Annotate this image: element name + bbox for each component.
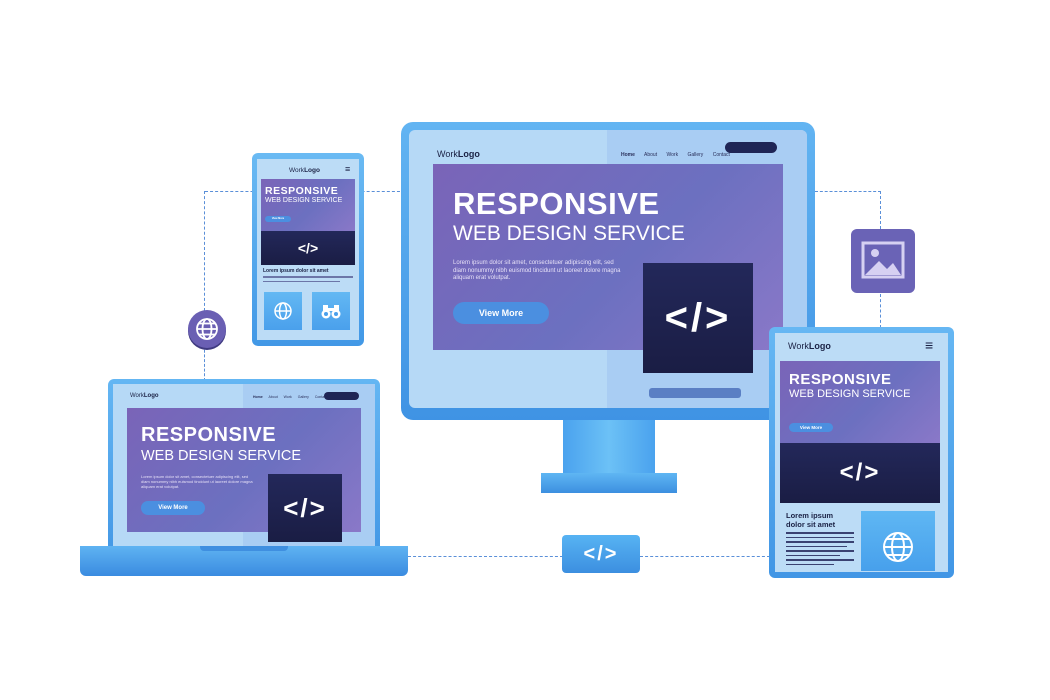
image-icon (861, 241, 905, 279)
laptop-screen: WorkLogo Home About Work Gallery Contact… (113, 384, 375, 548)
nav-contact[interactable]: Contact (712, 152, 730, 158)
desktop-stand-neck (563, 420, 655, 474)
laptop-hero: RESPONSIVE WEB DESIGN SERVICE Lorem ipsu… (127, 408, 361, 532)
nav-work[interactable]: Work (283, 395, 292, 399)
phone-binoculars-tile[interactable] (312, 292, 350, 330)
connector-line (204, 191, 205, 311)
nav-about[interactable]: About (268, 395, 278, 399)
tablet-globe-tile[interactable] (861, 511, 935, 571)
globe-icon (883, 532, 913, 562)
code-badge: </> (562, 535, 640, 573)
laptop-view-more-button[interactable]: View More (141, 501, 205, 515)
nav-gallery[interactable]: Gallery (297, 395, 309, 399)
phone: WorkLogo ≡ RESPONSIVE WEB DESIGN SERVICE… (252, 153, 364, 346)
desktop-nav-pill[interactable] (725, 142, 777, 153)
tablet-screen: WorkLogo ≡ RESPONSIVE WEB DESIGN SERVICE… (775, 333, 948, 572)
phone-section-heading: Lorem ipsum dolor sit amet (263, 268, 329, 274)
phone-logo: WorkLogo (289, 167, 320, 174)
nav-home[interactable]: Home (621, 152, 635, 158)
code-icon: </> (283, 492, 327, 523)
code-icon: </> (664, 295, 732, 340)
connector-line (640, 556, 770, 557)
laptop-touchpad-notch (200, 546, 288, 551)
nav-contact[interactable]: Contact (314, 395, 327, 399)
tablet-code-box: </> (780, 443, 940, 503)
nav-about[interactable]: About (644, 152, 658, 158)
phone-screen: WorkLogo ≡ RESPONSIVE WEB DESIGN SERVICE… (257, 159, 359, 340)
desktop-monitor: WorkLogo Home About Work Gallery Contact… (401, 122, 815, 420)
connector-line (408, 556, 563, 557)
tablet-view-more-button[interactable]: View More (789, 423, 833, 432)
desktop-hero-title: RESPONSIVE (453, 186, 660, 221)
tablet-hero-subtitle: WEB DESIGN SERVICE (789, 388, 911, 400)
laptop-hero-title: RESPONSIVE (141, 424, 277, 446)
tablet: WorkLogo ≡ RESPONSIVE WEB DESIGN SERVICE… (769, 327, 954, 578)
phone-globe-tile[interactable] (264, 292, 302, 330)
menu-icon[interactable]: ≡ (345, 164, 351, 174)
laptop: WorkLogo Home About Work Gallery Contact… (108, 379, 380, 548)
desktop-stand-base (541, 473, 677, 493)
globe-icon (274, 302, 292, 320)
laptop-logo: WorkLogo (130, 393, 159, 399)
laptop-hero-subtitle: WEB DESIGN SERVICE (141, 448, 302, 464)
tablet-section-heading-line2: dolor sit amet (786, 520, 836, 529)
tablet-logo: WorkLogo (788, 341, 831, 351)
nav-home[interactable]: Home (253, 395, 263, 399)
phone-hero-title: RESPONSIVE (265, 185, 339, 197)
tablet-hero: RESPONSIVE WEB DESIGN SERVICE View More (780, 361, 940, 443)
globe-icon (196, 318, 218, 340)
desktop-logo: WorkLogo (437, 149, 480, 159)
nav-work[interactable]: Work (666, 152, 679, 158)
phone-text-lines (263, 276, 353, 285)
desktop-view-more-button[interactable]: View More (453, 302, 549, 324)
connector-line (880, 191, 881, 229)
desktop-nav: Home About Work Gallery Contact (621, 152, 738, 158)
connector-line (204, 345, 205, 381)
phone-hero: RESPONSIVE WEB DESIGN SERVICE View More (261, 179, 355, 231)
binoculars-icon (321, 305, 341, 319)
desktop-code-box: </> (643, 263, 753, 373)
nav-gallery[interactable]: Gallery (687, 152, 704, 158)
phone-code-box: </> (261, 231, 355, 265)
globe-badge (188, 310, 226, 348)
phone-hero-subtitle: WEB DESIGN SERVICE (265, 197, 343, 204)
laptop-nav: Home About Work Gallery Contact (253, 395, 335, 399)
code-icon: </> (297, 240, 319, 256)
laptop-hero-body: Lorem ipsum dolor sit amet, consectetuer… (141, 474, 253, 489)
image-badge (851, 229, 915, 293)
tablet-hero-title: RESPONSIVE (789, 371, 892, 388)
phone-view-more-button[interactable]: View More (265, 216, 291, 222)
desktop-hero-body: Lorem ipsum dolor sit amet, consectetuer… (453, 260, 621, 281)
connector-line (815, 191, 881, 192)
desktop-bottom-bar (649, 388, 741, 398)
connector-line (880, 294, 881, 328)
menu-icon[interactable]: ≡ (925, 337, 934, 353)
laptop-code-box: </> (268, 474, 342, 542)
desktop-hero-subtitle: WEB DESIGN SERVICE (453, 222, 685, 245)
laptop-base (80, 546, 408, 576)
tablet-section-heading-line1: Lorem ipsum (786, 511, 834, 520)
laptop-nav-pill[interactable] (324, 392, 359, 400)
tablet-text-lines (786, 532, 854, 565)
code-icon: </> (583, 543, 619, 565)
desktop-screen: WorkLogo Home About Work Gallery Contact… (409, 130, 807, 408)
code-icon: </> (839, 459, 881, 486)
